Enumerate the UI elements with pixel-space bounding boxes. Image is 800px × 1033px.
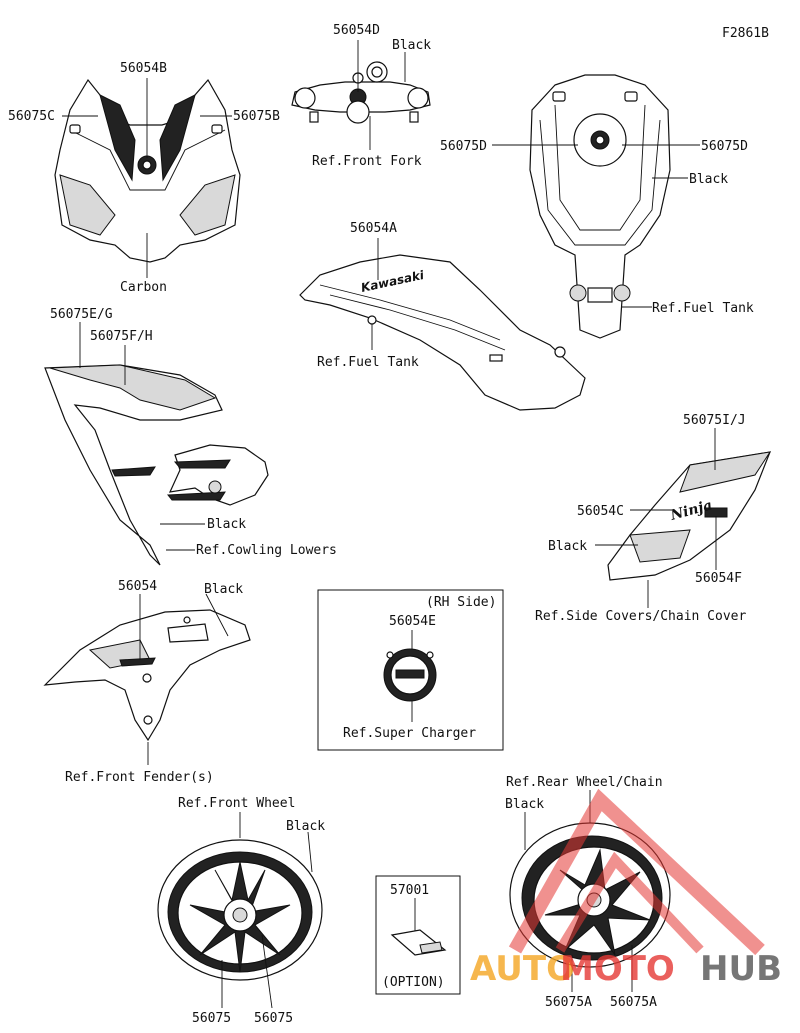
label-ref-front-fork: Ref.Front Fork	[312, 154, 422, 169]
label-ref-cowling-lowers: Ref.Cowling Lowers	[196, 543, 337, 558]
label-ref-super-charger: Ref.Super Charger	[343, 726, 476, 741]
label-ref-fuel-tank-right: Ref.Fuel Tank	[652, 301, 754, 316]
label-black-fork: Black	[392, 38, 431, 53]
label-56054B: 56054B	[120, 61, 167, 76]
label-56075FH: 56075F/H	[90, 329, 153, 344]
label-56054F: 56054F	[695, 571, 742, 586]
watermark-triangle-inner	[555, 851, 704, 954]
label-black-tank: Black	[689, 172, 728, 187]
label-56075A-b: 56075A	[610, 995, 657, 1010]
watermark-triangle-outer	[508, 788, 765, 956]
label-carbon: Carbon	[120, 280, 167, 295]
label-ref-front-fenders: Ref.Front Fender(s)	[65, 770, 214, 785]
super-charger-drawing	[383, 648, 437, 702]
label-56075A-a: 56075A	[545, 995, 592, 1010]
watermark-text-moto: MOTO	[560, 949, 675, 989]
label-56075D-left: 56075D	[440, 139, 487, 154]
front-fender-drawing	[43, 609, 251, 742]
front-wheel-drawing	[157, 839, 323, 981]
option-box	[375, 875, 461, 995]
label-56054D: 56054D	[333, 23, 380, 38]
watermark-logo	[508, 788, 765, 956]
label-56075IJ: 56075I/J	[683, 413, 746, 428]
watermark-text-hub: HUB	[700, 949, 782, 989]
label-56054C: 56054C	[577, 504, 624, 519]
label-ref-side-covers: Ref.Side Covers/Chain Cover	[535, 609, 746, 624]
figure-code: F2861B	[722, 26, 769, 41]
label-56054E: 56054E	[389, 614, 436, 629]
label-black-fwheel: Black	[286, 819, 325, 834]
label-ref-fuel-tank-mid: Ref.Fuel Tank	[317, 355, 419, 370]
label-56054A: 56054A	[350, 221, 397, 236]
label-black-rwheel: Black	[505, 797, 544, 812]
fuel-tank-top-drawing	[529, 74, 671, 339]
label-56075C: 56075C	[8, 109, 55, 124]
label-56075D-right: 56075D	[701, 139, 748, 154]
option-tool-drawing	[390, 929, 447, 956]
label-56075-b: 56075	[254, 1011, 293, 1026]
label-56054: 56054	[118, 579, 157, 594]
label-option: (OPTION)	[382, 975, 445, 990]
label-57001: 57001	[390, 883, 429, 898]
tank-side-cover-drawing	[299, 254, 586, 411]
label-rh-side: (RH Side)	[426, 595, 496, 610]
super-charger-box	[317, 589, 504, 751]
side-cowl-drawing	[44, 364, 269, 566]
front-cowl-drawing	[54, 78, 241, 263]
label-ref-rear-wheel: Ref.Rear Wheel/Chain	[506, 775, 663, 790]
label-black-fender: Black	[204, 582, 243, 597]
label-ref-front-wheel: Ref.Front Wheel	[178, 796, 295, 811]
watermark-text-auto: AUTO	[470, 949, 575, 989]
side-cover-drawing	[607, 451, 772, 581]
label-black-side: Black	[548, 539, 587, 554]
label-56075B: 56075B	[233, 109, 280, 124]
label-56075EG: 56075E/G	[50, 307, 113, 322]
triple-clamp-drawing	[291, 61, 431, 124]
label-56075-a: 56075	[192, 1011, 231, 1026]
label-black-cowl: Black	[207, 517, 246, 532]
